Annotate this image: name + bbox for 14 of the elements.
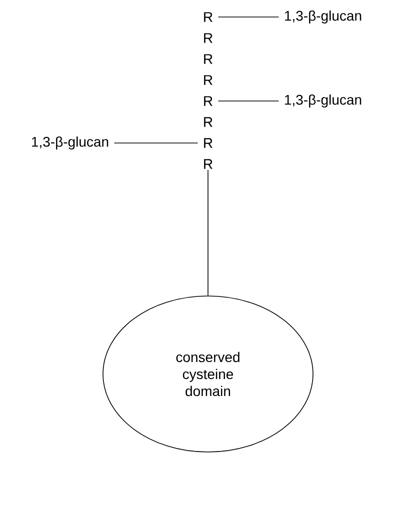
connector-line — [218, 16, 280, 18]
repeat-label: R — [204, 33, 212, 43]
repeat-label: R — [204, 54, 212, 64]
repeat-label: R — [204, 96, 212, 106]
repeat-label: R — [204, 138, 212, 148]
glucan-label: 1,3-β-glucan — [32, 136, 108, 150]
connector-line — [114, 142, 198, 144]
connector-line — [218, 100, 280, 102]
repeat-label: R — [204, 117, 212, 127]
glucan-label: 1,3-β-glucan — [285, 10, 362, 24]
repeat-label: R — [204, 12, 212, 22]
repeat-label: R — [204, 75, 212, 85]
repeat-label: R — [204, 159, 212, 169]
glucan-label: 1,3-β-glucan — [285, 94, 362, 108]
